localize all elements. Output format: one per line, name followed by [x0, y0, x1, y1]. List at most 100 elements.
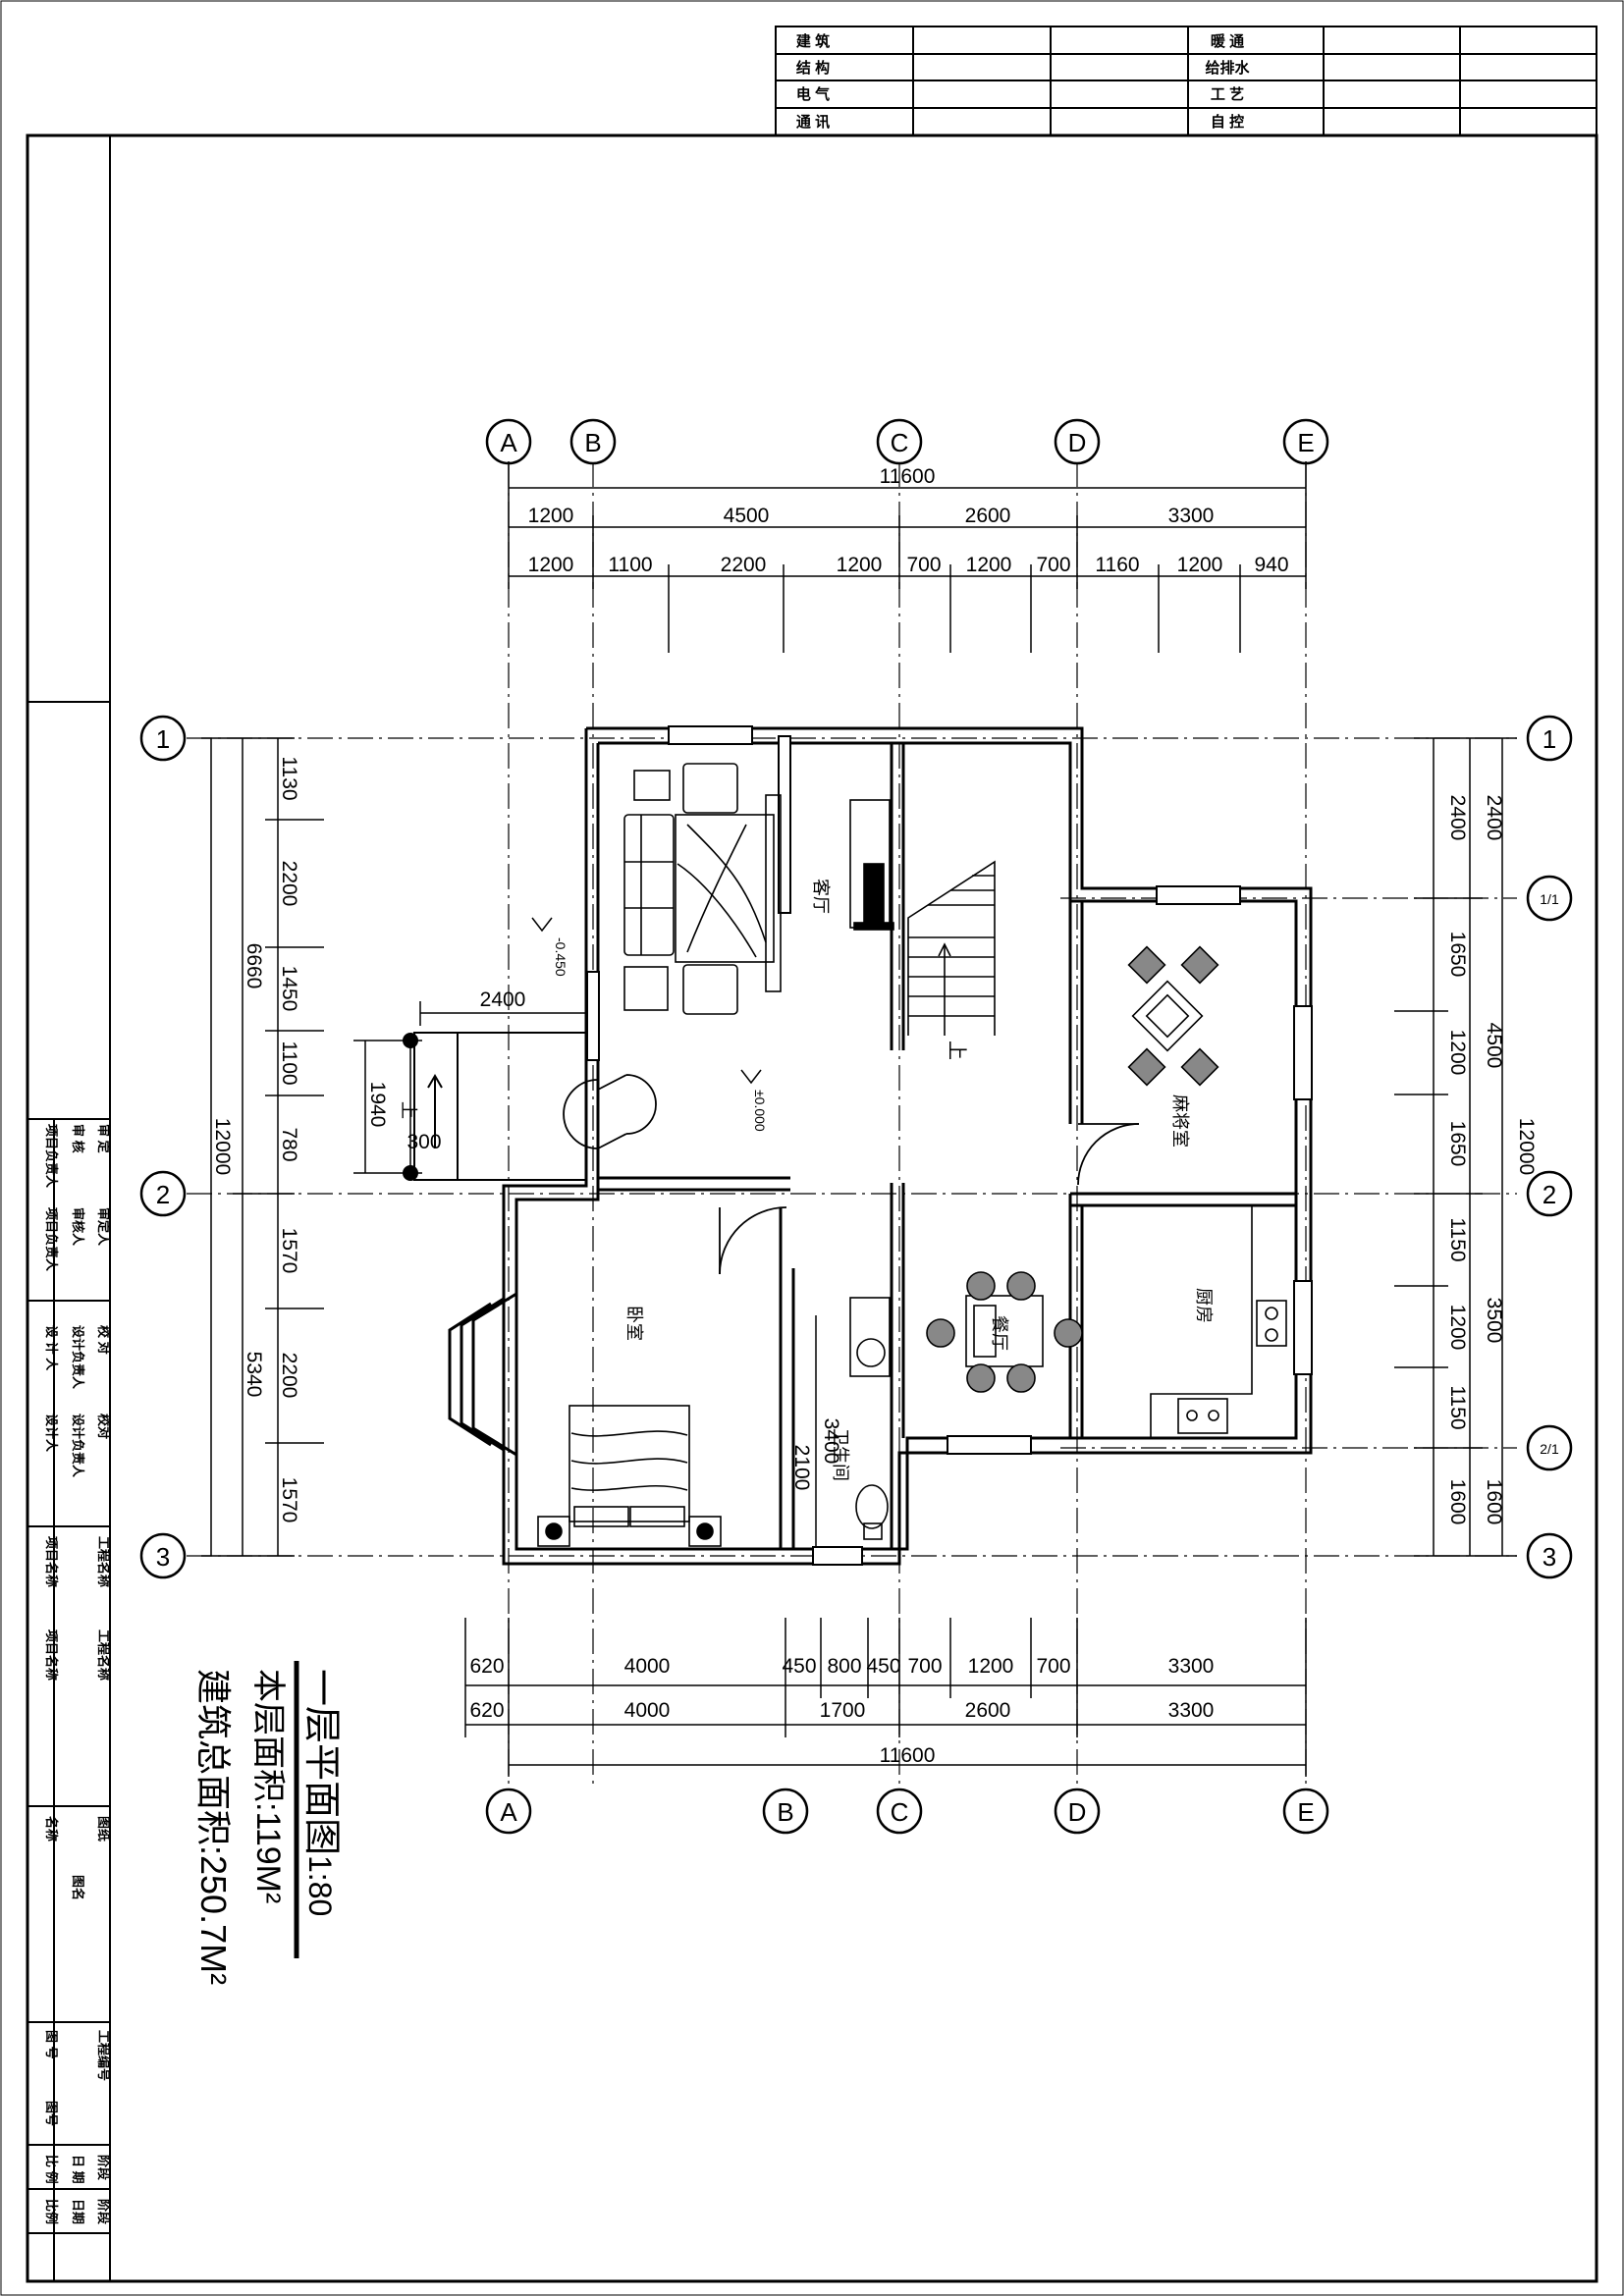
- dim-porch-depth: 1940: [366, 1082, 389, 1128]
- dim-right-1600-inner: 1600: [1446, 1479, 1469, 1525]
- dim-porch-step: 300: [406, 1131, 441, 1153]
- dim-bath-height: 3400: [820, 1418, 842, 1465]
- stair-up-label: 上: [946, 1041, 969, 1060]
- axis-label-e-bottom: E: [1297, 1797, 1314, 1827]
- dim-bottom-row1-2: 4000: [624, 1655, 671, 1678]
- sidebar-work-name-value: 工程名称: [96, 1629, 111, 1681]
- axis-label-1-1-right: 1/1: [1540, 891, 1559, 907]
- room-label-kitchen: 厨房: [1194, 1288, 1214, 1323]
- dim-right-total: 12000: [1515, 1118, 1538, 1175]
- dim-bottom-row2-2: 4000: [624, 1699, 671, 1722]
- axis-label-a-top: A: [500, 428, 517, 457]
- dim-left-2200b: 2200: [278, 1353, 300, 1399]
- dim-left-5340: 5340: [243, 1352, 265, 1398]
- sidebar-project-name-value: 项目名称: [44, 1629, 59, 1681]
- drawing-caption: 一层平面图 1:80 本层面积:119M² 建筑总面积:250.7M²: [193, 1661, 342, 1985]
- room-label-dining: 餐厅: [990, 1315, 1009, 1351]
- sidebar-drawing-no-label: 图 号: [44, 2030, 59, 2059]
- axis-label-a-bottom: A: [500, 1797, 517, 1827]
- dim-bottom-row2-4: 2600: [965, 1699, 1011, 1722]
- sidebar-work-name-label: 工程名称: [96, 1536, 111, 1587]
- axis-label-c-top: C: [891, 428, 909, 457]
- dim-top-row2-9: 1200: [1177, 554, 1223, 576]
- sidebar-name-value: 图名: [71, 1875, 85, 1900]
- sidebar-stage-value: 阶段: [96, 2199, 111, 2224]
- signoff-label-electrical: 电 气: [796, 85, 830, 103]
- doors: [563, 1074, 1140, 1275]
- sidebar-designer-value: 设计人: [44, 1414, 59, 1453]
- dim-left-780: 780: [278, 1127, 300, 1161]
- dim-top-row2-5: 700: [906, 554, 941, 576]
- caption-title: 一层平面图: [300, 1669, 342, 1855]
- dim-right-1650a: 1650: [1446, 932, 1469, 978]
- axis-bubbles: A B C D E A B C D E 1 2 3 1 2 3 1/1 2/1: [139, 418, 1573, 1835]
- axis-label-1-right: 1: [1543, 724, 1556, 754]
- living-room-furniture: [623, 763, 894, 1015]
- sidebar-project-lead-label: 项目负责人: [44, 1124, 59, 1189]
- dim-top-row2-3: 2200: [721, 554, 767, 576]
- caption-scale: 1:80: [302, 1855, 338, 1916]
- sidebar-design-lead-value: 设计负责人: [71, 1414, 85, 1478]
- bathroom-fixtures: [849, 1297, 891, 1540]
- dim-left-2200a: 2200: [278, 861, 300, 907]
- sidebar-work-no-label: 工程编号: [96, 2030, 111, 2081]
- dim-left-1130: 1130: [278, 756, 300, 800]
- room-label-bathroom: 卫生间: [831, 1428, 850, 1481]
- porch: 上: [398, 1032, 587, 1181]
- dim-bottom-total: 11600: [880, 1744, 936, 1767]
- axis-label-c-bottom: C: [891, 1797, 909, 1827]
- dim-top-row1-1: 1200: [528, 505, 574, 527]
- signoff-label-structure: 结 构: [796, 59, 830, 77]
- sidebar-approve-value: 审定人: [96, 1207, 111, 1247]
- dim-bottom-row1-3: 450: [782, 1655, 816, 1678]
- dim-top-total: 11600: [880, 465, 936, 488]
- dim-right-2400-inner: 2400: [1446, 795, 1469, 841]
- sidebar-scale-label: 比 例: [44, 2155, 59, 2184]
- sidebar-check-value: 校对: [96, 1414, 111, 1439]
- dim-porch-width: 2400: [480, 988, 526, 1011]
- dim-top-row1-4: 3300: [1168, 505, 1215, 527]
- signoff-label-architecture: 建 筑: [796, 32, 830, 50]
- dim-top-row1-3: 2600: [965, 505, 1011, 527]
- sidebar-drawing-no-value: 图号: [44, 2101, 59, 2126]
- dim-top-row1-2: 4500: [724, 505, 770, 527]
- caption-total-area: 建筑总面积:250.7M²: [193, 1669, 234, 1985]
- caption-floor-area: 本层面积:119M²: [249, 1669, 287, 1903]
- walls: [448, 726, 1313, 1566]
- signoff-label-controls: 自 控: [1211, 113, 1244, 131]
- room-labels: 客厅 麻将室 卧室 餐厅 厨房 卫生间: [624, 879, 1214, 1481]
- mahjong-table: [1127, 945, 1219, 1087]
- dim-right-1150b: 1150: [1446, 1385, 1469, 1429]
- dim-bottom-row2-1: 620: [469, 1699, 504, 1722]
- sidebar-designer-label: 设 计 人: [44, 1325, 59, 1371]
- windows: [586, 725, 1313, 1566]
- sidebar-drawing-label: 图纸: [96, 1816, 111, 1842]
- signoff-label-telecom: 通 讯: [796, 114, 830, 131]
- dim-left-total: 12000: [211, 1118, 234, 1175]
- sidebar-project-name-label: 项目名称: [44, 1536, 59, 1587]
- dim-left-6660: 6660: [243, 943, 265, 989]
- dim-bath-width: 2100: [790, 1445, 813, 1491]
- dim-top-row2-7: 700: [1036, 554, 1070, 576]
- dimension-lines: [201, 461, 1517, 1777]
- bed: [537, 1405, 722, 1547]
- dining-table: [926, 1271, 1083, 1393]
- axis-label-2-left: 2: [156, 1180, 170, 1209]
- dim-top-row2-4: 1200: [837, 554, 883, 576]
- dim-top-row2-1: 1200: [528, 554, 574, 576]
- sidebar-review-value: 审核人: [71, 1207, 85, 1247]
- dim-top-row2-2: 1100: [608, 554, 652, 576]
- room-label-bedroom: 卧室: [624, 1306, 644, 1341]
- axis-label-d-top: D: [1068, 428, 1087, 457]
- axis-label-3-right: 3: [1543, 1542, 1556, 1572]
- top-signoff-box: 建 筑 结 构 电 气 通 讯 暖 通 给排水 工 艺 自 控: [775, 26, 1597, 136]
- level-outdoor: -0.450: [553, 937, 568, 977]
- signoff-label-hvac: 暖 通: [1211, 32, 1244, 50]
- dim-bottom-row1-7: 1200: [968, 1655, 1014, 1678]
- level-indoor: ±0.000: [752, 1090, 768, 1132]
- dim-bottom-row1-1: 620: [469, 1655, 504, 1678]
- sidebar-approve-label: 审 定: [96, 1124, 111, 1153]
- dim-top-row2-10: 940: [1254, 554, 1288, 576]
